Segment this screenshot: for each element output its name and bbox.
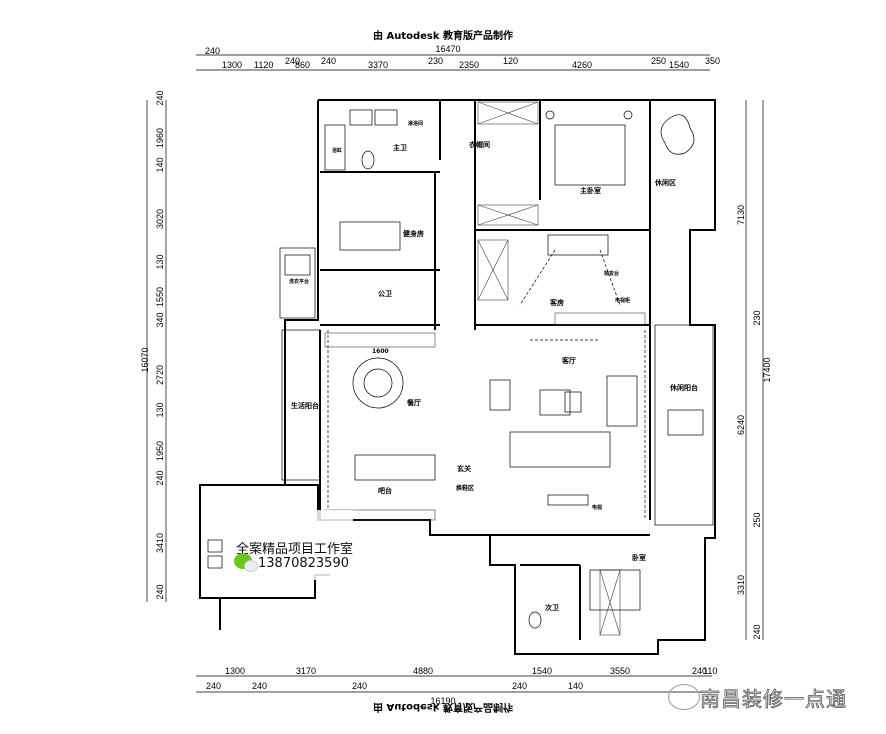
right-dim: 250 bbox=[752, 512, 762, 527]
right-dimensions: 17400 7130 230 6240 250 3310 240 bbox=[736, 100, 772, 640]
top-dim: 250 bbox=[651, 56, 666, 66]
bottom-title-mirrored: 由 Autodesk 教育版产品制作 bbox=[373, 701, 513, 714]
bar-counter bbox=[354, 454, 436, 481]
top-dim: 350 bbox=[705, 56, 720, 66]
bathtub-shape bbox=[324, 124, 346, 171]
right-dim: 3310 bbox=[736, 575, 746, 595]
bottom-dim: 240 bbox=[692, 666, 707, 676]
room-label-gym: 健身房 bbox=[403, 229, 424, 238]
tv-cabinet bbox=[547, 494, 589, 506]
watermark-studio: 全案精品项目工作室 bbox=[236, 542, 354, 557]
top-dim: 240 bbox=[205, 46, 220, 56]
bottom-dim: 240 bbox=[512, 681, 527, 691]
left-dim: 240 bbox=[155, 584, 165, 599]
room-label-bar: 吧台 bbox=[378, 486, 392, 495]
room-labels: 主卫 浴缸 淋浴间 衣帽间 主卧室 休闲区 健身房 洗衣平台 公卫 客房 梳妆台… bbox=[289, 120, 698, 612]
top-dim: 2350 bbox=[459, 60, 479, 70]
brand-name: 南昌装修一点通 bbox=[700, 687, 847, 712]
top-dim: 240 bbox=[321, 56, 336, 66]
top-title: 由 Autodesk 教育版产品制作 bbox=[373, 29, 513, 42]
bottom-dim: 3170 bbox=[296, 666, 316, 676]
room-label-shoe-area: 换鞋区 bbox=[456, 484, 474, 492]
room-label-leisure-area: 休闲区 bbox=[654, 178, 676, 187]
top-dimensions: 16470 240 1300 1120 240 860 240 3370 230… bbox=[196, 44, 720, 71]
left-dim: 240 bbox=[155, 90, 165, 105]
top-dim: 4260 bbox=[572, 60, 592, 70]
bottom-dimensions: 1300 3170 4880 1540 3550 240 240 240 240… bbox=[196, 666, 717, 706]
top-dim: 120 bbox=[503, 56, 518, 66]
room-label-closet: 衣帽间 bbox=[469, 140, 490, 149]
right-dim: 230 bbox=[752, 310, 762, 325]
bottom-dim: 1540 bbox=[532, 666, 552, 676]
right-dim: 240 bbox=[752, 624, 762, 639]
left-dim: 1960 bbox=[155, 128, 165, 148]
right-dim: 7130 bbox=[736, 205, 746, 225]
room-label-leisure-balcony: 休闲阳台 bbox=[669, 383, 698, 392]
furniture bbox=[207, 109, 704, 629]
top-dim: 1120 bbox=[254, 60, 273, 70]
wechat-bubble-small-icon bbox=[244, 560, 258, 572]
room-label-entrance: 玄关 bbox=[457, 464, 471, 473]
room-label-guest-room: 客房 bbox=[549, 298, 564, 307]
top-dim: 1540 bbox=[669, 60, 689, 70]
left-dim: 130 bbox=[155, 402, 165, 417]
room-label-laundry-platform: 洗衣平台 bbox=[289, 278, 309, 285]
balcony-table bbox=[667, 409, 704, 436]
bottom-total-dim: 16190 bbox=[430, 696, 455, 706]
bottom-dim: 110 bbox=[703, 666, 717, 676]
left-dim: 3020 bbox=[155, 209, 165, 229]
dining-table bbox=[352, 357, 404, 409]
walls bbox=[199, 99, 716, 655]
leisure-chair bbox=[660, 114, 695, 155]
left-dim: 2720 bbox=[155, 365, 165, 385]
room-label-master-bedroom: 主卧室 bbox=[580, 186, 601, 195]
left-dim: 130 bbox=[155, 254, 165, 269]
room-label-second-bath: 次卫 bbox=[545, 603, 559, 612]
left-total-dim: 16070 bbox=[140, 347, 150, 372]
bottom-dim: 240 bbox=[252, 681, 267, 691]
left-dim: 1950 bbox=[155, 441, 165, 461]
wechat-bubble-icon bbox=[668, 684, 700, 710]
bottom-dim: 4880 bbox=[413, 666, 433, 676]
left-dim: 340 bbox=[155, 312, 165, 327]
room-label-master-bath: 主卫 bbox=[393, 143, 407, 152]
top-total-dim: 16470 bbox=[435, 44, 460, 54]
guides bbox=[327, 249, 646, 520]
guest-bed-headboard bbox=[547, 234, 609, 256]
bottom-dim: 1300 bbox=[225, 666, 245, 676]
room-label-living-room: 客厅 bbox=[561, 356, 576, 365]
top-dim: 240 bbox=[285, 56, 300, 66]
top-dim: 860 bbox=[295, 60, 310, 70]
label-dressing-table: 梳妆台 bbox=[604, 270, 619, 277]
right-total-dim: 17400 bbox=[762, 357, 772, 382]
dining-table-dim: 1600 bbox=[372, 348, 389, 355]
watermark-phone: 13870823590 bbox=[258, 556, 349, 571]
room-label-bedroom: 卧室 bbox=[632, 553, 646, 562]
top-dim: 230 bbox=[428, 56, 443, 66]
sofa bbox=[509, 431, 611, 468]
top-dim: 1300 bbox=[222, 60, 242, 70]
label-tv: 电视 bbox=[592, 504, 602, 511]
room-label-shower: 淋浴间 bbox=[408, 120, 423, 127]
bottom-dim: 240 bbox=[352, 681, 367, 691]
bottom-dim: 140 bbox=[568, 681, 583, 691]
left-dim: 140 bbox=[155, 157, 165, 172]
left-dim: 240 bbox=[155, 470, 165, 485]
right-dim: 6240 bbox=[736, 415, 746, 435]
room-label-dining: 餐厅 bbox=[406, 398, 421, 407]
left-dimensions: 16070 240 1960 140 3020 130 1550 340 272… bbox=[140, 90, 167, 602]
top-dim: 3370 bbox=[368, 60, 388, 70]
left-dim: 1550 bbox=[155, 287, 165, 307]
bedroom-bed bbox=[589, 569, 641, 611]
room-label-bathtub: 浴缸 bbox=[332, 147, 342, 154]
bottom-dim: 3550 bbox=[610, 666, 630, 676]
room-label-living-balcony: 生活阳台 bbox=[291, 401, 319, 410]
bottom-dim: 240 bbox=[206, 681, 221, 691]
label-tv-cabinet: 电视柜 bbox=[615, 297, 630, 304]
room-label-public-bath: 公卫 bbox=[378, 290, 392, 298]
wardrobes bbox=[324, 101, 646, 636]
left-dim: 3410 bbox=[155, 533, 165, 553]
master-bed bbox=[554, 124, 626, 186]
